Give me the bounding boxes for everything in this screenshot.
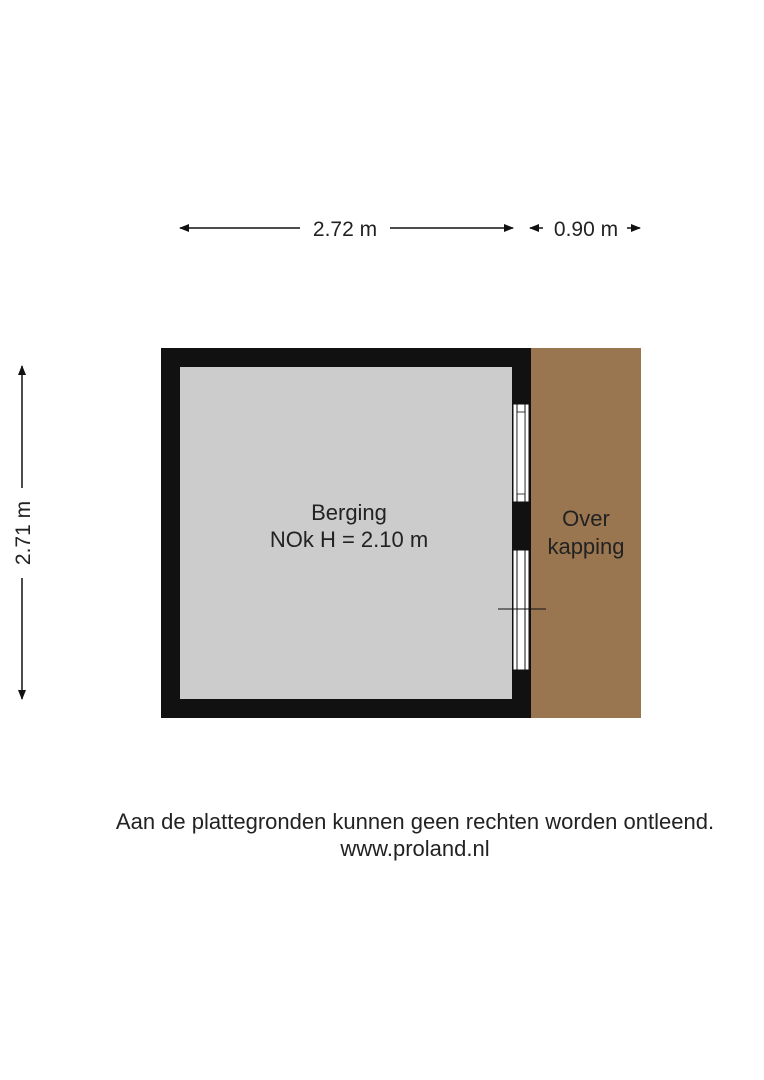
width-dimension: 2.72 m — [179, 218, 514, 241]
overkapping-label-line1: Over — [562, 506, 610, 531]
overkapping-label-line2: kapping — [547, 534, 624, 559]
room-height-note: NOk H = 2.10 m — [270, 527, 428, 552]
overkapping-area — [530, 348, 641, 718]
room-name-berging: Berging — [311, 500, 387, 525]
glass-door — [498, 549, 546, 671]
height-dimension-label: 2.71 m — [12, 501, 35, 565]
berging-floor — [180, 367, 512, 699]
overkapping-width-label: 0.90 m — [554, 218, 618, 241]
window — [512, 403, 530, 503]
wall-pillar — [512, 508, 531, 550]
width-dimension-label: 2.72 m — [313, 218, 377, 241]
website-text: www.proland.nl — [340, 836, 490, 861]
disclaimer-text: Aan de plattegronden kunnen geen rechten… — [115, 809, 715, 834]
overkapping-width-dimension: 0.90 m — [529, 218, 641, 241]
height-dimension: 2.71 m — [12, 365, 35, 700]
